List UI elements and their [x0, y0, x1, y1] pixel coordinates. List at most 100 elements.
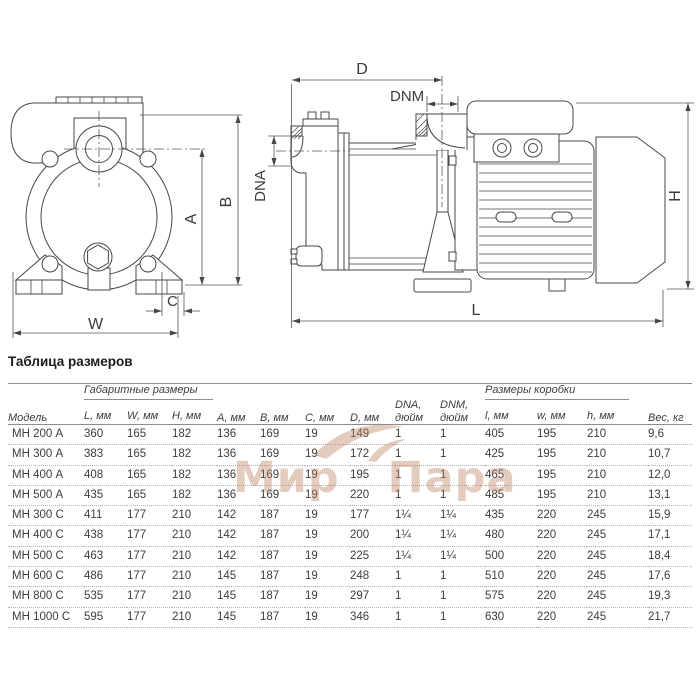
cell: 142 — [217, 525, 261, 547]
cell: 1¼ — [440, 505, 486, 527]
cell: 19 — [305, 505, 351, 527]
fan-cover — [595, 136, 666, 284]
cell: 19 — [305, 465, 351, 486]
cell: 210 — [587, 485, 649, 507]
cell: 165 — [127, 424, 172, 446]
stage-casing — [348, 142, 438, 271]
cell: 425 — [485, 444, 538, 466]
cell: 210 — [172, 607, 218, 628]
cell: 195 — [537, 485, 588, 507]
cell: 575 — [485, 586, 538, 608]
dim-label-h: H — [667, 190, 684, 202]
cell: 500 — [485, 546, 538, 568]
cell: 136 — [217, 424, 261, 446]
cell: 405 — [485, 424, 538, 446]
cell: 19 — [305, 444, 351, 466]
cell: 169 — [260, 444, 306, 466]
cell: 145 — [217, 586, 261, 608]
cell: 9,6 — [648, 424, 693, 446]
model-cell: МН 500 А — [8, 485, 84, 507]
cell: 187 — [260, 607, 306, 628]
cable-gland — [523, 138, 543, 158]
col-header-l: L, мм — [84, 409, 112, 422]
cell: 177 — [127, 607, 172, 628]
cell: 510 — [485, 566, 538, 588]
cell: 177 — [127, 566, 172, 588]
table-title: Таблица размеров — [8, 354, 133, 369]
cell: 220 — [537, 566, 588, 588]
cell: 182 — [172, 485, 218, 507]
cell: 210 — [587, 424, 649, 446]
lifting-slot — [551, 211, 573, 223]
cell: 177 — [350, 505, 396, 527]
col-header-box-h: h, мм — [587, 409, 615, 422]
cell: 177 — [127, 505, 172, 527]
terminal-box — [473, 133, 560, 163]
cell: 19 — [305, 485, 351, 507]
pedestal-base — [413, 278, 472, 293]
cell: 182 — [172, 444, 218, 466]
table-row: МН 200 А 360 165 182 136 169 19 149 1 1 … — [8, 424, 693, 446]
inlet-thread-hatch — [290, 125, 303, 137]
cell: 1 — [395, 586, 441, 608]
cell: 19 — [305, 586, 351, 608]
pedestal-stem — [436, 149, 449, 213]
cell: 245 — [587, 546, 649, 568]
table-row: МН 800 С 535 177 210 145 187 19 297 1 1 … — [8, 586, 693, 608]
cell: 200 — [350, 525, 396, 547]
cell: 1 — [440, 485, 486, 507]
front-view — [10, 96, 206, 295]
cell: 297 — [350, 586, 396, 608]
cell: 17,1 — [648, 525, 693, 547]
table-header: Модель Габаритные размеры A, мм B, мм C,… — [8, 384, 693, 425]
cell: 149 — [350, 424, 396, 446]
side-view — [276, 76, 666, 293]
cell: 15,9 — [648, 505, 693, 527]
model-cell: МН 300 А — [8, 444, 84, 466]
drain-hex — [87, 244, 109, 270]
bolt — [139, 255, 157, 273]
model-cell: МН 400 А — [8, 465, 84, 486]
cell: 195 — [537, 424, 588, 446]
cell: 19 — [305, 566, 351, 588]
dim-label-l: L — [472, 302, 481, 319]
cell: 225 — [350, 546, 396, 568]
bolt — [139, 150, 157, 168]
cell: 1 — [395, 607, 441, 628]
cell: 195 — [537, 465, 588, 486]
cell: 1¼ — [395, 505, 441, 527]
foot-left — [15, 279, 63, 295]
cell: 245 — [587, 525, 649, 547]
col-header-h: H, мм — [172, 409, 202, 422]
cell: 220 — [537, 546, 588, 568]
cell: 408 — [84, 465, 127, 486]
cell: 19 — [305, 546, 351, 568]
cell: 13,1 — [648, 485, 693, 507]
cell: 1 — [395, 566, 441, 588]
table-row: МН 1000 С 595 177 210 145 187 19 346 1 1… — [8, 607, 693, 628]
cell: 210 — [172, 546, 218, 568]
cell: 1 — [440, 444, 486, 466]
cell: 480 — [485, 525, 538, 547]
col-header-c: C, мм — [305, 412, 335, 424]
dim-label-dna: DNA — [252, 170, 269, 202]
cell: 169 — [260, 485, 306, 507]
cell: 195 — [350, 465, 396, 486]
cell: 535 — [84, 586, 127, 608]
cell: 1¼ — [395, 525, 441, 547]
cell: 136 — [217, 485, 261, 507]
table-row: МН 500 А 435 165 182 136 169 19 220 1 1 … — [8, 485, 693, 507]
cell: 187 — [260, 586, 306, 608]
cell: 169 — [260, 465, 306, 486]
model-cell: МН 400 С — [8, 525, 84, 547]
cell: 172 — [350, 444, 396, 466]
col-header-box-l: l, мм — [485, 409, 509, 422]
cell: 145 — [217, 607, 261, 628]
dim-label-c: C — [167, 293, 178, 310]
table-row: МН 300 С 411 177 210 142 187 19 177 1¼ 1… — [8, 505, 693, 527]
model-cell: МН 300 С — [8, 505, 84, 527]
lifting-slot — [495, 211, 517, 223]
cell: 187 — [260, 546, 306, 568]
cell: 1¼ — [440, 525, 486, 547]
cell: 17,6 — [648, 566, 693, 588]
